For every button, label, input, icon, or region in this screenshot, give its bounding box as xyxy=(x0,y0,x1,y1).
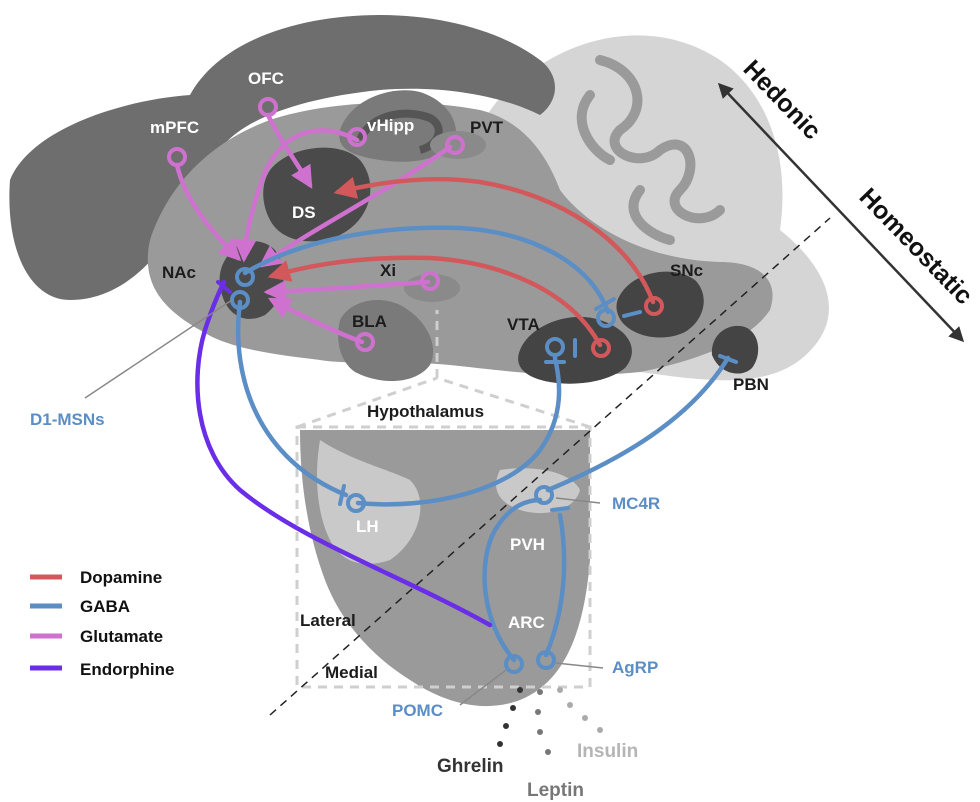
neuron-xi xyxy=(420,271,440,291)
insulin-dot xyxy=(567,702,573,708)
label-medial: Medial xyxy=(325,663,378,682)
agrp-callout xyxy=(555,662,604,669)
ghrelin-dot xyxy=(517,687,523,693)
neuron-pvt xyxy=(445,135,465,155)
glutamate-mpfc-nac xyxy=(174,162,242,262)
dopamine-vta-nac xyxy=(267,255,603,348)
glutamate-bla-nac xyxy=(268,297,365,345)
terminal-vta-snc-stub xyxy=(622,310,642,318)
ghrelin-dot xyxy=(497,741,503,747)
label-pvh: PVH xyxy=(510,535,545,554)
pathways xyxy=(174,112,731,663)
d1-msns-callout xyxy=(84,299,233,399)
bla-region xyxy=(338,300,434,382)
insulin-dot xyxy=(582,715,588,721)
label-xi: Xi xyxy=(380,261,396,280)
legend-label-glutamate: Glutamate xyxy=(80,627,163,646)
legend-label-endorphine: Endorphine xyxy=(80,660,174,679)
label-mc4r: MC4R xyxy=(612,494,660,513)
inset-connector-right xyxy=(436,376,591,429)
leptin-dot xyxy=(537,689,543,695)
leptin-dot xyxy=(545,749,551,755)
label-bla: BLA xyxy=(352,312,387,331)
mc4r-callout xyxy=(555,497,601,504)
label-vta: VTA xyxy=(507,315,540,334)
gaba-nac-lh xyxy=(235,299,349,498)
hormone-dots xyxy=(497,687,603,755)
neuron-vta-dopamine xyxy=(591,338,611,358)
glutamate-xi-nac xyxy=(263,279,431,303)
gaba-lh-vta xyxy=(355,355,562,507)
hedonic-homeostatic-arrow xyxy=(717,82,965,343)
terminal-nac-endorphine xyxy=(216,280,232,294)
neuron-bla xyxy=(355,332,375,352)
gaba-agrp-mc4r xyxy=(543,512,567,658)
terminal-snc-gaba xyxy=(594,297,616,311)
hypothalamus-inset xyxy=(295,310,592,689)
label-pomc: POMC xyxy=(392,701,443,720)
gaba-mc4r-pbn xyxy=(545,355,731,493)
cerebellum-folia xyxy=(576,55,725,245)
glutamate-vhipp-nac xyxy=(233,128,360,263)
neuron-snc-gaba xyxy=(596,308,616,328)
label-agrp: AgRP xyxy=(612,658,658,677)
ghrelin-dot xyxy=(503,723,509,729)
label-snc: SNc xyxy=(670,261,703,280)
legend-label-gaba: GABA xyxy=(80,597,130,616)
neuron-vta-gaba xyxy=(545,337,565,357)
leptin-dot xyxy=(535,709,541,715)
label-vhipp: vHipp xyxy=(367,116,414,135)
insulin-dot xyxy=(597,727,603,733)
neuron-vhipp xyxy=(347,127,367,147)
region-labels: mPFC OFC vHipp PVT DS NAc Xi BLA VTA SNc… xyxy=(150,69,769,682)
cell-labels: D1-MSNs MC4R AgRP POMC xyxy=(30,410,660,720)
pomc-callout xyxy=(459,669,507,706)
neuron-mc4r xyxy=(534,485,554,505)
neurons xyxy=(167,97,664,674)
inhibitory-terminals xyxy=(216,280,738,512)
label-insulin: Insulin xyxy=(577,741,638,762)
label-nac: NAc xyxy=(162,263,196,282)
leptin-dot xyxy=(537,729,543,735)
neuron-ofc xyxy=(258,97,278,117)
neuron-mpfc xyxy=(167,147,187,167)
label-pvt: PVT xyxy=(470,118,504,137)
legend: Dopamine GABA Glutamate Endorphine xyxy=(30,568,174,679)
label-d1-msns: D1-MSNs xyxy=(30,410,105,429)
label-ghrelin: Ghrelin xyxy=(437,756,504,777)
gaba-pomc-mc4r xyxy=(482,497,543,663)
label-lh: LH xyxy=(356,517,379,536)
terminal-mc4r-agrp xyxy=(550,506,570,512)
gaba-nac-snc xyxy=(242,225,611,315)
inset-connector-left xyxy=(296,376,438,429)
dopamine-snc-ds xyxy=(333,176,656,305)
label-hypothalamus: Hypothalamus xyxy=(367,402,484,421)
neuron-nac-upper xyxy=(235,267,255,287)
label-arc: ARC xyxy=(508,613,545,632)
neuron-snc-dopamine xyxy=(644,296,664,316)
legend-label-dopamine: Dopamine xyxy=(80,568,162,587)
label-mpfc: mPFC xyxy=(150,118,199,137)
cortex-shape xyxy=(9,15,556,300)
label-leptin: Leptin xyxy=(527,780,584,801)
glutamate-pvt-nac xyxy=(258,144,453,268)
neuron-lh xyxy=(346,493,366,513)
neuron-pomc xyxy=(504,654,524,674)
terminal-pbn-gaba xyxy=(718,354,738,364)
label-ds: DS xyxy=(292,203,316,222)
insulin-dot xyxy=(557,687,563,693)
glutamate-ofc-ds xyxy=(265,112,313,189)
label-lateral: Lateral xyxy=(300,611,356,630)
label-ofc: OFC xyxy=(248,69,284,88)
endorphine-pomc-nac xyxy=(195,279,493,628)
terminal-lh-gaba xyxy=(338,484,346,506)
label-pbn: PBN xyxy=(733,375,769,394)
ds-region xyxy=(263,147,371,242)
inset-frame xyxy=(295,425,592,689)
ghrelin-dot xyxy=(510,705,516,711)
hormone-labels: Ghrelin Leptin Insulin xyxy=(437,741,638,801)
neuron-agrp xyxy=(536,650,556,670)
